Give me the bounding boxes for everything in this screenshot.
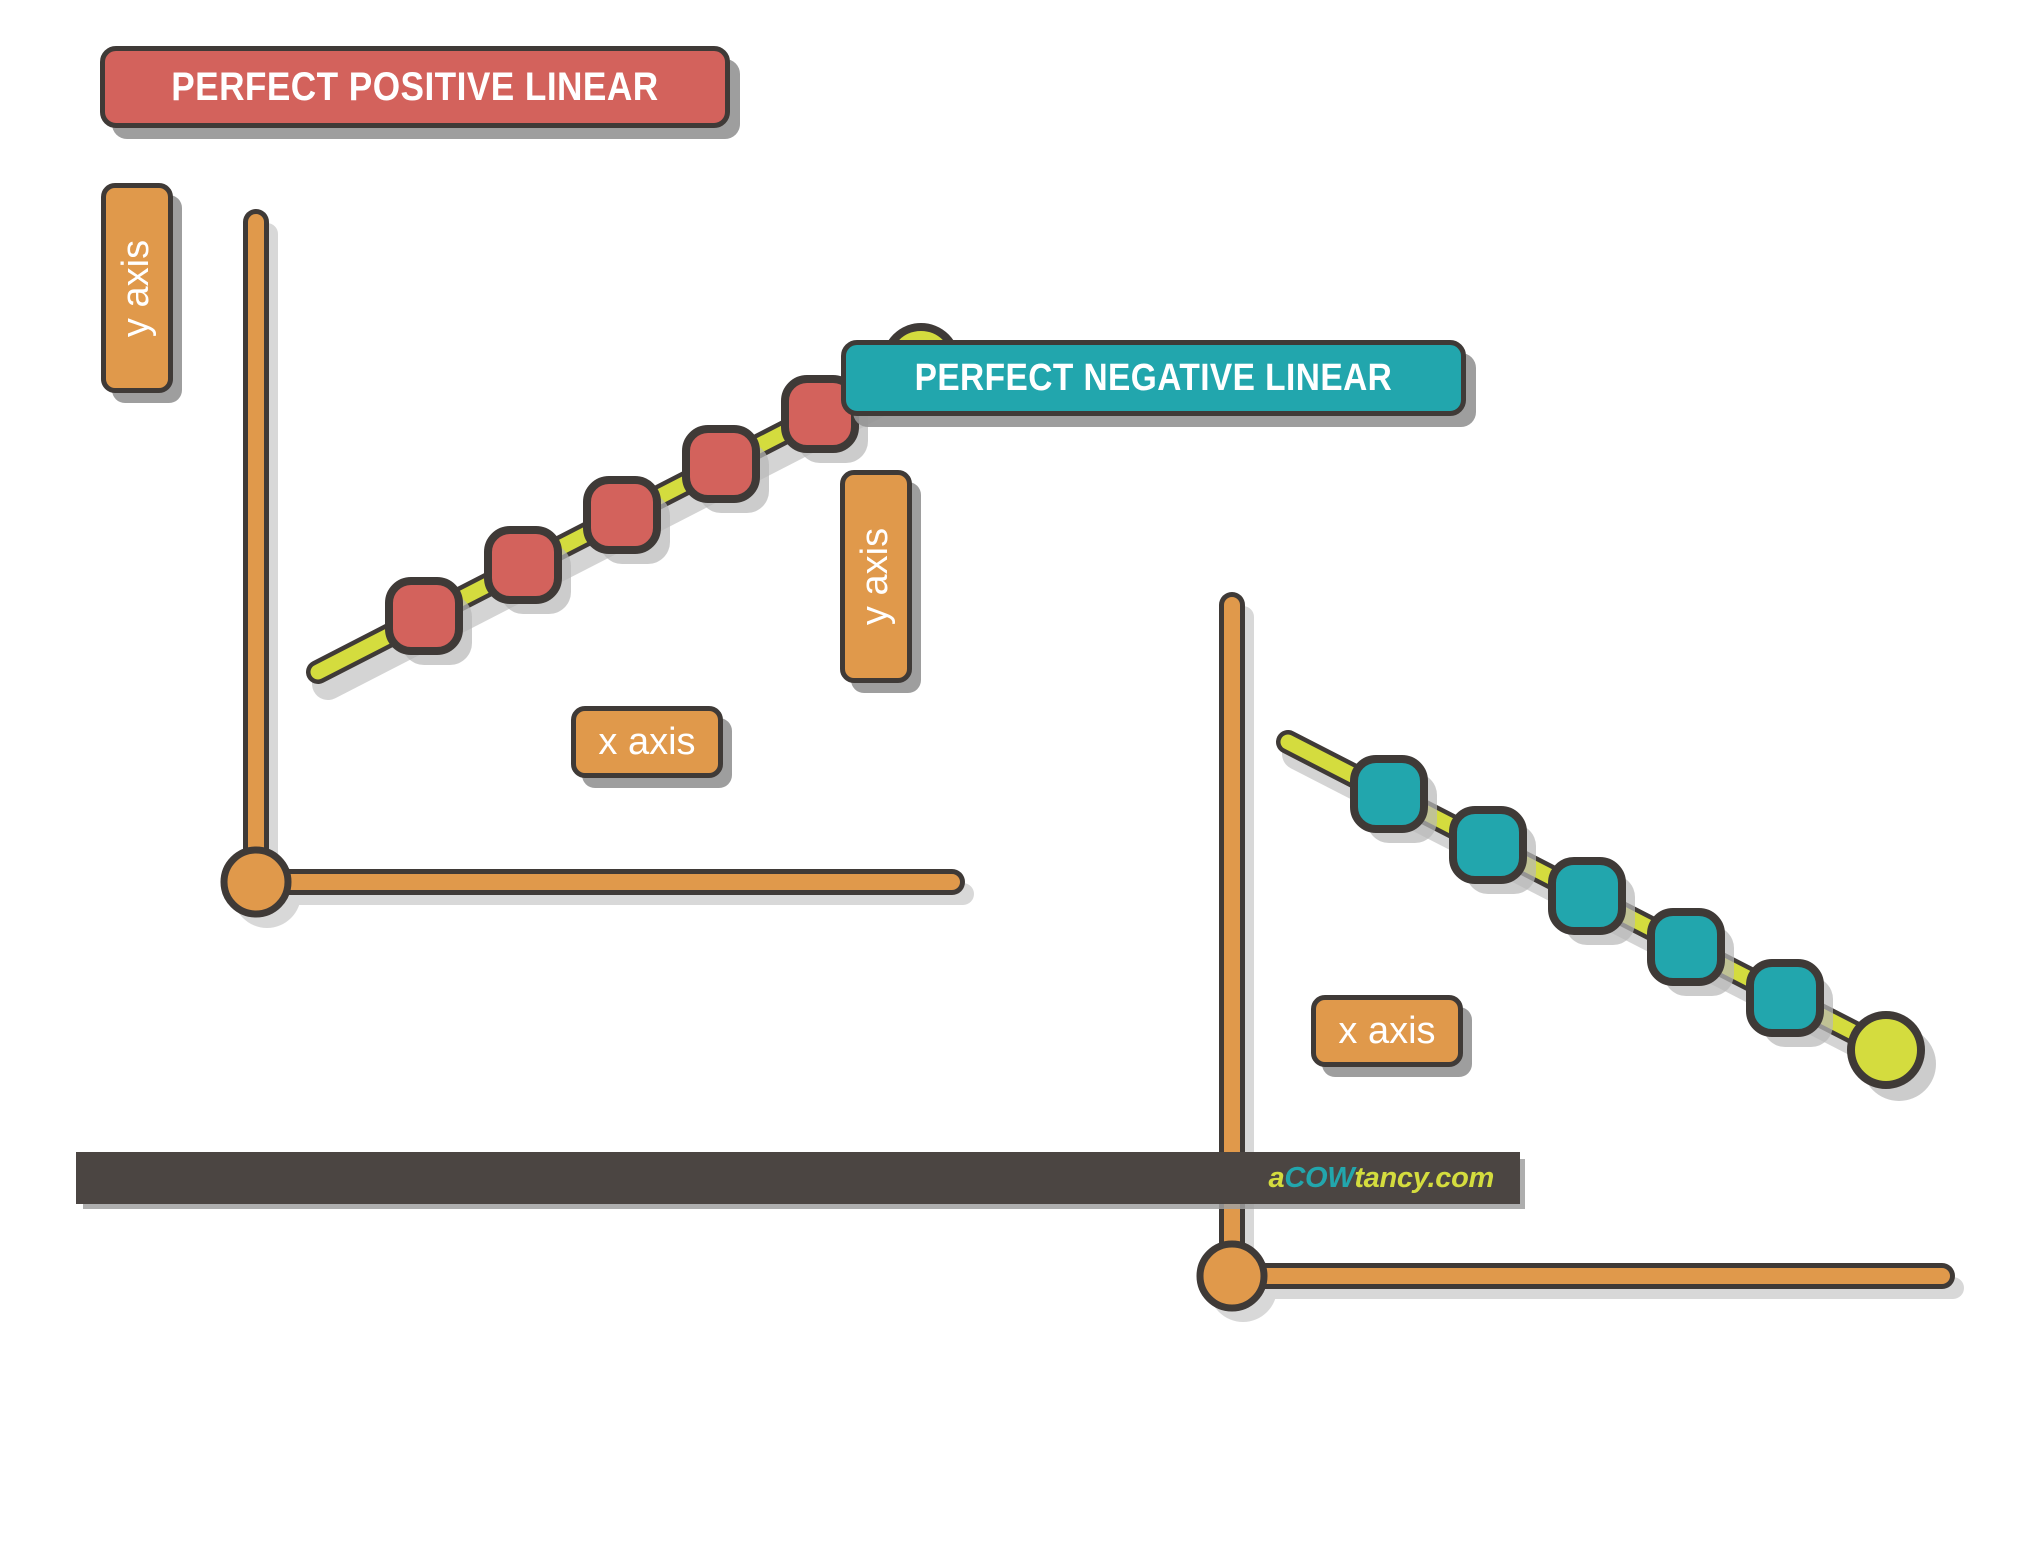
footer-bar: aCOWtancy.com (76, 1152, 1520, 1204)
left-data-point-2 (488, 530, 558, 600)
right-origin-joint (1196, 1240, 1268, 1312)
right-data-point-2 (1453, 810, 1523, 880)
brand-prefix: a (1268, 1161, 1285, 1194)
right-x-axis-label-chip: x axis (1311, 995, 1463, 1067)
brand-suffix: tancy.com (1354, 1161, 1494, 1194)
left-data-point-4 (686, 429, 756, 499)
right-y-axis-label: y axis (854, 527, 897, 626)
chart-title-banner-positive: PERFECT POSITIVE LINEAR (100, 46, 730, 128)
left-chart-axes (220, 209, 974, 928)
right-x-axis-label: x axis (1338, 1009, 1436, 1052)
right-chart-series (1276, 730, 1936, 1101)
chart-title-positive: PERFECT POSITIVE LINEAR (171, 64, 659, 109)
right-chart-axes (1196, 592, 1964, 1322)
left-x-axis-label-chip: x axis (571, 706, 723, 778)
chart-title-negative: PERFECT NEGATIVE LINEAR (914, 356, 1393, 399)
left-data-point-3 (587, 480, 657, 550)
left-data-point-1 (389, 581, 459, 651)
right-data-point-4 (1651, 912, 1721, 982)
brand-wordmark: aCOWtancy.com (1269, 1162, 1495, 1195)
right-data-point-5 (1750, 963, 1820, 1033)
right-line-endpoint-circle (1847, 1011, 1925, 1089)
right-y-axis-label-chip: y axis (840, 470, 912, 683)
brand-middle: COW (1284, 1161, 1355, 1194)
right-data-point-1 (1354, 759, 1424, 829)
left-y-axis-label-chip: y axis (101, 183, 173, 393)
right-data-point-3 (1552, 861, 1622, 931)
left-y-axis-label: y axis (115, 239, 158, 337)
left-x-axis-label: x axis (598, 720, 696, 763)
right-data-markers (1354, 759, 1820, 1033)
chart-title-banner-negative: PERFECT NEGATIVE LINEAR (841, 340, 1466, 416)
left-data-markers (389, 379, 855, 651)
left-origin-joint (220, 846, 292, 918)
